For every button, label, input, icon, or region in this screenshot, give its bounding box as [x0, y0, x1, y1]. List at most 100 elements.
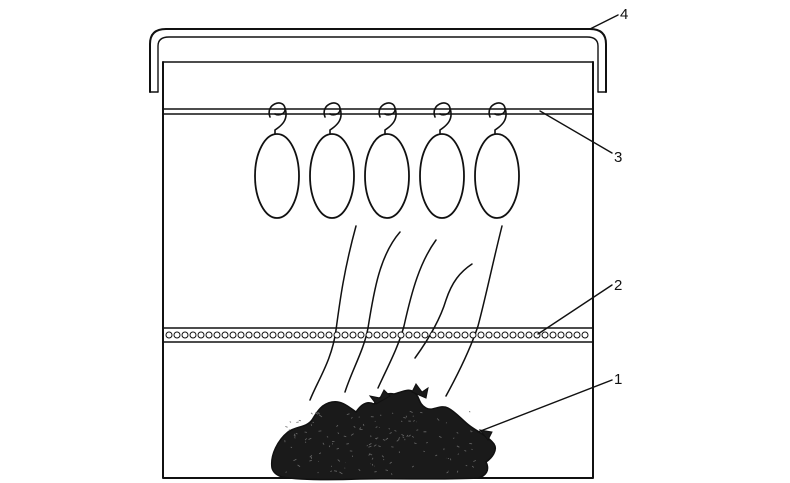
- hanging-item: [364, 133, 410, 219]
- fuel-speck: [371, 457, 374, 460]
- callout-1: 1: [614, 371, 622, 388]
- grate-holes: [165, 331, 589, 339]
- fuel-shape: [270, 389, 497, 481]
- leader-line-1: [477, 379, 613, 433]
- grate-hole: [189, 331, 197, 339]
- fuel-speck: [319, 452, 322, 455]
- fuel-speck: [333, 470, 338, 472]
- fuel-speck: [322, 442, 325, 445]
- grate-hole: [469, 331, 477, 339]
- fuel-speck: [368, 453, 371, 456]
- grate-hole: [301, 331, 309, 339]
- grate-hole: [413, 331, 421, 339]
- fuel-speck: [411, 465, 415, 468]
- fuel-speck: [405, 415, 408, 418]
- grate-hole: [341, 331, 349, 339]
- callout-labels: 4 3 2 1: [614, 6, 628, 388]
- grate-hole: [517, 331, 525, 339]
- grate-hole: [573, 331, 581, 339]
- fuel-jag-1: [368, 389, 391, 405]
- grate-hole: [549, 331, 557, 339]
- fuel-speck: [406, 434, 409, 437]
- fuel-speck: [456, 445, 460, 448]
- fuel-speck: [403, 417, 406, 419]
- grate-hole: [541, 331, 549, 339]
- fuel-speck: [350, 416, 353, 419]
- callout-2: 2: [614, 277, 622, 294]
- fuel-speck: [471, 448, 473, 451]
- smoke-trail: [344, 231, 401, 393]
- fuel-speck: [336, 447, 340, 450]
- grate-hole: [445, 331, 453, 339]
- fuel-speck: [398, 437, 401, 439]
- callout-4: 4: [620, 6, 628, 23]
- fuel-speck: [375, 426, 378, 428]
- smoke-trail: [414, 263, 473, 359]
- fuel-speck: [468, 411, 471, 413]
- fuel-speck: [319, 414, 323, 418]
- fuel-speck: [457, 453, 459, 455]
- fuel-speck: [337, 459, 341, 462]
- grate-hole: [253, 331, 261, 339]
- fuel-speck: [295, 432, 298, 435]
- hanging-item: [254, 133, 300, 219]
- smoke-trails: [309, 225, 503, 401]
- handle-outer: [149, 28, 607, 93]
- leader-line-4: [589, 14, 619, 30]
- fuel-speck: [289, 421, 292, 423]
- hook: [323, 102, 342, 135]
- fuel-speck: [409, 410, 413, 413]
- fuel-speck: [343, 435, 347, 438]
- fuel-speck: [378, 445, 381, 448]
- fuel-speck: [285, 471, 287, 473]
- fuel-speck: [294, 437, 296, 439]
- hanging-rod: [162, 108, 594, 115]
- hook: [378, 102, 397, 135]
- callout-3: 3: [614, 149, 622, 166]
- fuel-speck: [401, 434, 405, 437]
- fuel-jag-2: [411, 383, 429, 399]
- fuel-speck: [288, 429, 290, 432]
- fuel-speck: [436, 418, 440, 421]
- smoke-trail: [309, 225, 357, 401]
- grate-hole: [277, 331, 285, 339]
- grate-hole: [357, 331, 365, 339]
- grate-hole: [421, 331, 429, 339]
- grate-hole: [565, 331, 573, 339]
- hook: [268, 102, 287, 135]
- fuel-speck: [368, 445, 372, 448]
- fuel-speck: [456, 470, 459, 473]
- grate-hole: [437, 331, 445, 339]
- grate-hole: [525, 331, 533, 339]
- fuel-speck: [346, 413, 350, 416]
- grate-hole: [261, 331, 269, 339]
- fuel-speck: [446, 471, 449, 474]
- fuel-speck: [456, 432, 459, 434]
- grate-hole: [333, 331, 341, 339]
- grate-hole: [429, 331, 437, 339]
- fuel-speck: [381, 455, 385, 458]
- fuel-speck: [293, 433, 296, 436]
- grate-hole: [461, 331, 469, 339]
- fuel-speck: [453, 437, 455, 440]
- fuel-speck: [310, 456, 313, 459]
- grate-hole: [389, 331, 397, 339]
- hook: [488, 102, 507, 135]
- grate-hole: [293, 331, 301, 339]
- fuel-speck: [309, 459, 312, 462]
- grate-hole: [373, 331, 381, 339]
- leader-line-3: [539, 110, 613, 154]
- fuel-speck: [385, 469, 389, 471]
- grate-hole: [501, 331, 509, 339]
- fuel-speck: [400, 420, 403, 423]
- grate-hole: [557, 331, 565, 339]
- fuel-speck: [304, 438, 307, 441]
- leader-lines: [477, 14, 619, 433]
- fuel-speck: [359, 427, 362, 430]
- grate-hole: [197, 331, 205, 339]
- smoke-trail: [377, 239, 437, 389]
- grate-hole: [181, 331, 189, 339]
- fuel-speck: [423, 450, 425, 453]
- fuel-speck: [362, 423, 365, 426]
- smoke-trail: [445, 225, 503, 397]
